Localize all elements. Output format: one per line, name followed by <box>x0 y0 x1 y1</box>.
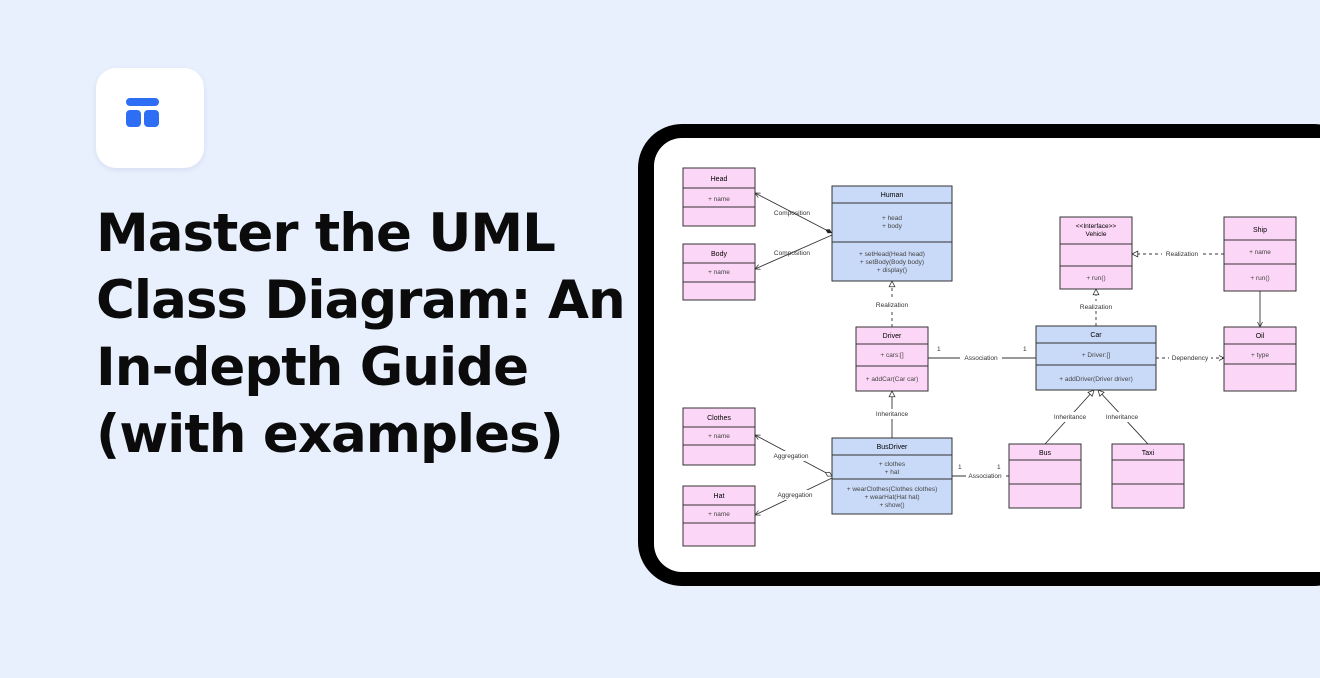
class-clothes-name: Clothes <box>707 415 731 422</box>
class-human-op-2: + setBody(Body body) <box>860 259 924 266</box>
multiplicity-car: 1 <box>1023 346 1027 353</box>
class-oil-attr: + type <box>1251 352 1269 359</box>
title-line-4: (with examples) <box>96 404 564 465</box>
class-driver-attr: + cars:[] <box>880 352 903 359</box>
class-busdriver-op-1: + wearClothes(Clothes clothes) <box>847 486 938 493</box>
class-driver-op: + addCar(Car car) <box>866 376 919 383</box>
class-busdriver-name: BusDriver <box>877 444 908 451</box>
uml-class-diagram: Head + name Body + name Human + head + b… <box>682 167 1297 547</box>
app-logo-tile <box>96 68 204 168</box>
class-busdriver-attr-1: + clothes <box>879 461 906 468</box>
realization-driver-label: Realization <box>876 302 909 309</box>
association-driver-car-label: Association <box>964 355 998 362</box>
association-busdriver-bus-label: Association <box>968 473 1002 480</box>
title-line-1: Master the UML <box>96 203 556 264</box>
realization-ship-label: Realization <box>1166 251 1199 258</box>
dependency-car-oil-label: Dependency <box>1172 355 1209 362</box>
class-ship-op: + run() <box>1250 275 1269 282</box>
class-busdriver-op-3: + show() <box>879 502 904 509</box>
class-hat-name: Hat <box>714 493 725 500</box>
class-vehicle-stereotype: <<Interface>> <box>1076 223 1117 230</box>
class-vehicle-name: Vehicle <box>1086 231 1107 238</box>
class-taxi-name: Taxi <box>1142 450 1155 457</box>
class-car-op: + addDriver(Driver driver) <box>1059 376 1133 383</box>
class-human-op-3: + display() <box>877 267 907 274</box>
multiplicity-driver: 1 <box>937 346 941 353</box>
class-ship-attr: + name <box>1249 249 1271 256</box>
class-driver-name: Driver <box>883 333 902 340</box>
class-clothes-attr: + name <box>708 433 730 440</box>
multiplicity-busdriver: 1 <box>958 464 962 471</box>
class-head: Head + name <box>682 167 756 227</box>
class-human-attr-1: + head <box>882 215 902 222</box>
class-head-attr: + name <box>708 196 730 203</box>
composition-head-label: Composition <box>774 210 811 217</box>
class-ship-name: Ship <box>1253 227 1267 234</box>
multiplicity-bus: 1 <box>997 464 1001 471</box>
aggregation-hat-label: Aggregation <box>777 492 812 499</box>
device-screen: Head + name Body + name Human + head + b… <box>654 138 1320 572</box>
composition-head-line <box>755 192 833 234</box>
composition-body-line <box>755 234 833 269</box>
class-taxi: Taxi <box>1111 443 1185 509</box>
class-car-attr: + Driver:[] <box>1082 352 1111 359</box>
class-human-name: Human <box>881 192 904 199</box>
inheritance-bus-label: Inheritance <box>1054 414 1087 421</box>
class-busdriver-attr-2: + hat <box>885 469 900 476</box>
realization-car-label: Realization <box>1080 304 1113 311</box>
class-body-name: Body <box>711 251 727 258</box>
title-line-3: In-depth Guide <box>96 337 529 398</box>
class-car-name: Car <box>1090 332 1102 339</box>
class-human-attr-2: + body <box>882 223 902 230</box>
page-title: Master the UML Class Diagram: An In-dept… <box>96 200 636 468</box>
class-driver: Driver + cars:[] + addCar(Car car) <box>855 326 929 392</box>
class-oil: Oil + type <box>1223 326 1297 392</box>
class-vehicle: <<Interface>> Vehicle + run() <box>1059 216 1133 290</box>
class-bus: Bus <box>1008 443 1082 509</box>
inheritance-busdriver-label: Inheritance <box>876 411 909 418</box>
aggregation-clothes-label: Aggregation <box>773 453 808 460</box>
class-human: Human + head + body + setHead(Head head)… <box>831 185 953 282</box>
class-human-op-1: + setHead(Head head) <box>859 251 925 258</box>
layout-logo-icon <box>126 98 159 127</box>
class-busdriver-op-2: + wearHat(Hat hat) <box>864 494 919 501</box>
class-ship: Ship + name + run() <box>1223 216 1297 292</box>
class-hat: Hat + name <box>682 485 756 547</box>
class-body-attr: + name <box>708 269 730 276</box>
inheritance-taxi-label: Inheritance <box>1106 414 1139 421</box>
class-head-name: Head <box>711 176 728 183</box>
title-line-2: Class Diagram: An <box>96 270 626 331</box>
class-busdriver: BusDriver + clothes + hat + wearClothes(… <box>831 437 953 515</box>
class-body: Body + name <box>682 243 756 301</box>
class-oil-name: Oil <box>1256 333 1265 340</box>
class-vehicle-op: + run() <box>1086 275 1105 282</box>
device-frame: Head + name Body + name Human + head + b… <box>638 124 1320 586</box>
class-hat-attr: + name <box>708 511 730 518</box>
composition-body-label: Composition <box>774 250 811 257</box>
class-bus-name: Bus <box>1039 450 1052 457</box>
class-clothes: Clothes + name <box>682 407 756 466</box>
class-car: Car + Driver:[] + addDriver(Driver drive… <box>1035 325 1157 391</box>
